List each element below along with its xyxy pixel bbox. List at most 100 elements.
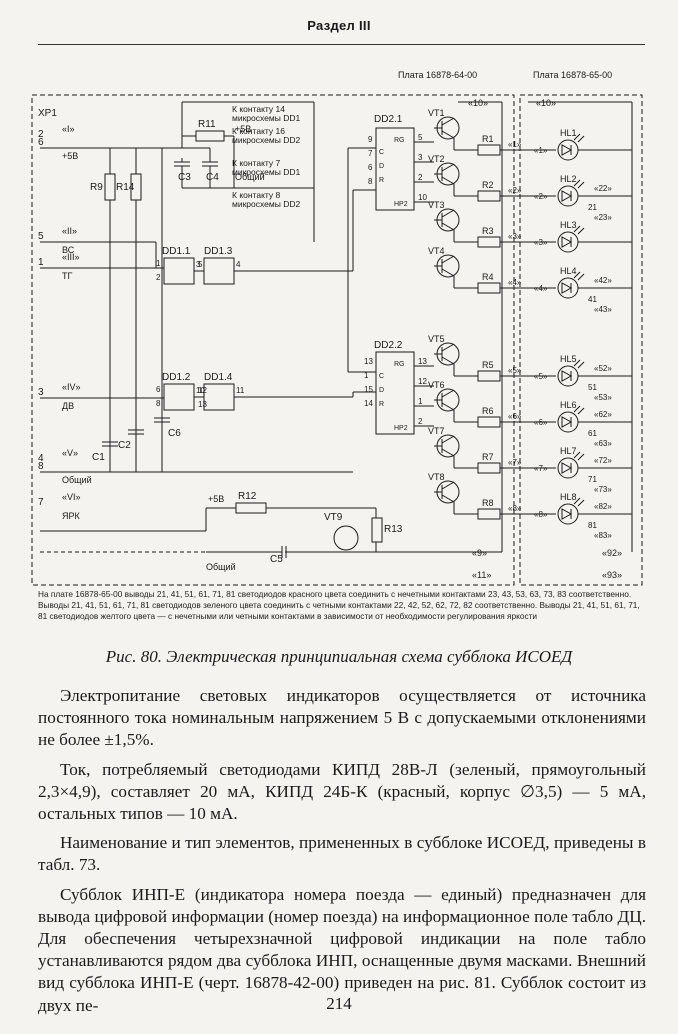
led-tag: «4» [534, 284, 548, 293]
note-line: микросхемы DD2 [232, 199, 300, 209]
label-c2: C2 [118, 440, 131, 451]
led-contact: «62» [594, 410, 612, 419]
gate-pin: 6 [156, 385, 161, 394]
input-signal: +5В [62, 151, 78, 161]
dd21-pin: 7 [368, 149, 373, 158]
led-contact: «83» [594, 531, 612, 540]
resistor-r4 [477, 282, 501, 294]
input-tag: «V» [62, 448, 78, 458]
input-pin: 7 [38, 497, 44, 508]
input-tag: «IV» [62, 382, 81, 392]
transistor-emitter [441, 448, 455, 457]
board-right-label: Плата 16878-65-00 [533, 70, 612, 80]
input-pin: 2 [38, 129, 44, 140]
bus-tag-11: «11» [472, 570, 491, 580]
input-tag: «III» [62, 252, 80, 262]
dd21-hp2: HP2 [394, 201, 408, 208]
resistor-label: R4 [482, 272, 494, 282]
led-label: HL8 [560, 492, 577, 502]
dd21-pin: 6 [368, 163, 373, 172]
led-ray [573, 497, 581, 505]
dd21-pin: 5 [418, 133, 423, 142]
section-header: Раздел III [307, 18, 371, 33]
gate-dd12 [163, 383, 195, 411]
label-dd22: DD2.2 [374, 340, 403, 351]
gate-pin: 5 [198, 260, 203, 269]
register-dd21 [375, 127, 415, 211]
board-left-label: Плата 16878-64-00 [398, 70, 477, 80]
led-tag: «8» [534, 510, 548, 519]
dd22-pin: 2 [418, 417, 423, 426]
dd21-pin: 2 [418, 173, 423, 182]
transistor-emitter [441, 130, 455, 139]
gate-pin: 12 [198, 386, 207, 395]
dd21-input-letter: R [379, 177, 384, 184]
led-ray [573, 133, 581, 141]
label-dd21: DD2.1 [374, 114, 403, 125]
led-tag: «2» [534, 192, 548, 201]
led-tag: «5» [534, 372, 548, 381]
led-contact: «63» [594, 439, 612, 448]
label-r11: R11 [198, 119, 216, 130]
led-contact: 71 [588, 475, 597, 484]
gate-pin: 10 [196, 386, 205, 395]
figure-note: На плате 16878-65-00 выводы 21, 41, 51, … [38, 589, 640, 621]
gate-dd14 [203, 383, 235, 411]
resistor-label: R3 [482, 226, 494, 236]
input-signal: Общий [62, 475, 92, 485]
label-dd11: DD1.1 [162, 246, 191, 257]
dd22-pin: 13 [364, 357, 373, 366]
transistor-emitter [441, 268, 455, 277]
resistor-label: R7 [482, 452, 494, 462]
led-contact: «53» [594, 393, 612, 402]
led-ray [577, 135, 585, 143]
led-tag: «6» [534, 418, 548, 427]
input-signal: ВС [62, 245, 75, 255]
paragraph-4: Субблок ИНП-Е (индикатора номера поезда … [38, 884, 646, 1015]
register-dd22 [375, 351, 415, 435]
led-label: HL6 [560, 400, 577, 410]
connector-label: XP1 [38, 108, 57, 119]
led-label: HL1 [560, 128, 577, 138]
resistor-r7 [477, 462, 501, 474]
input-pin: 6 [38, 137, 44, 148]
output-tag: «3» [508, 232, 522, 241]
label-r14: R14 [116, 182, 135, 193]
led-contact: 21 [588, 203, 597, 212]
label-dd13: DD1.3 [204, 246, 233, 257]
label-plus5v-top: +5В [235, 124, 251, 134]
bus-tag-92: «92» [602, 548, 622, 558]
led-label: HL7 [560, 446, 577, 456]
gate-dd13 [203, 257, 235, 285]
led-diode [561, 462, 573, 474]
led-contact: «43» [594, 305, 612, 314]
led-ray [577, 453, 585, 461]
led-diode [561, 236, 573, 248]
paragraph-2: Ток, потребляемый светодиодами КИПД 28В-… [38, 759, 646, 824]
dd22-pin: 14 [364, 399, 373, 408]
dd21-pin: 3 [418, 153, 423, 162]
transistor-collector [441, 389, 455, 398]
body-text: Электропитание световых индикаторов осущ… [38, 685, 646, 1024]
input-pin: 1 [38, 257, 44, 268]
resistor-label: R1 [482, 134, 494, 144]
transistor-label: VT4 [428, 246, 445, 256]
led-label: HL4 [560, 266, 577, 276]
figure-caption: Рис. 80. Электрическая принципиальная сх… [105, 647, 573, 666]
input-tag: «VI» [62, 492, 81, 502]
dd21-pin: 9 [368, 135, 373, 144]
note-line: К контакту 14 [232, 104, 285, 114]
resistor-label: R8 [482, 498, 494, 508]
input-pin: 3 [38, 387, 44, 398]
dd22-pin: 1 [364, 371, 369, 380]
input-pin: 4 [38, 453, 44, 464]
gate-pin: 4 [236, 260, 241, 269]
dd21-input-letter: D [379, 163, 384, 170]
led-diode [561, 370, 573, 382]
dd21-pin: 10 [418, 193, 427, 202]
dd22-input-letter: C [379, 373, 384, 380]
dd22-pin: 12 [418, 377, 427, 386]
bus-tag-93: «93» [602, 570, 622, 580]
label-vt9: VT9 [324, 512, 343, 523]
led-tag: «1» [534, 146, 548, 155]
